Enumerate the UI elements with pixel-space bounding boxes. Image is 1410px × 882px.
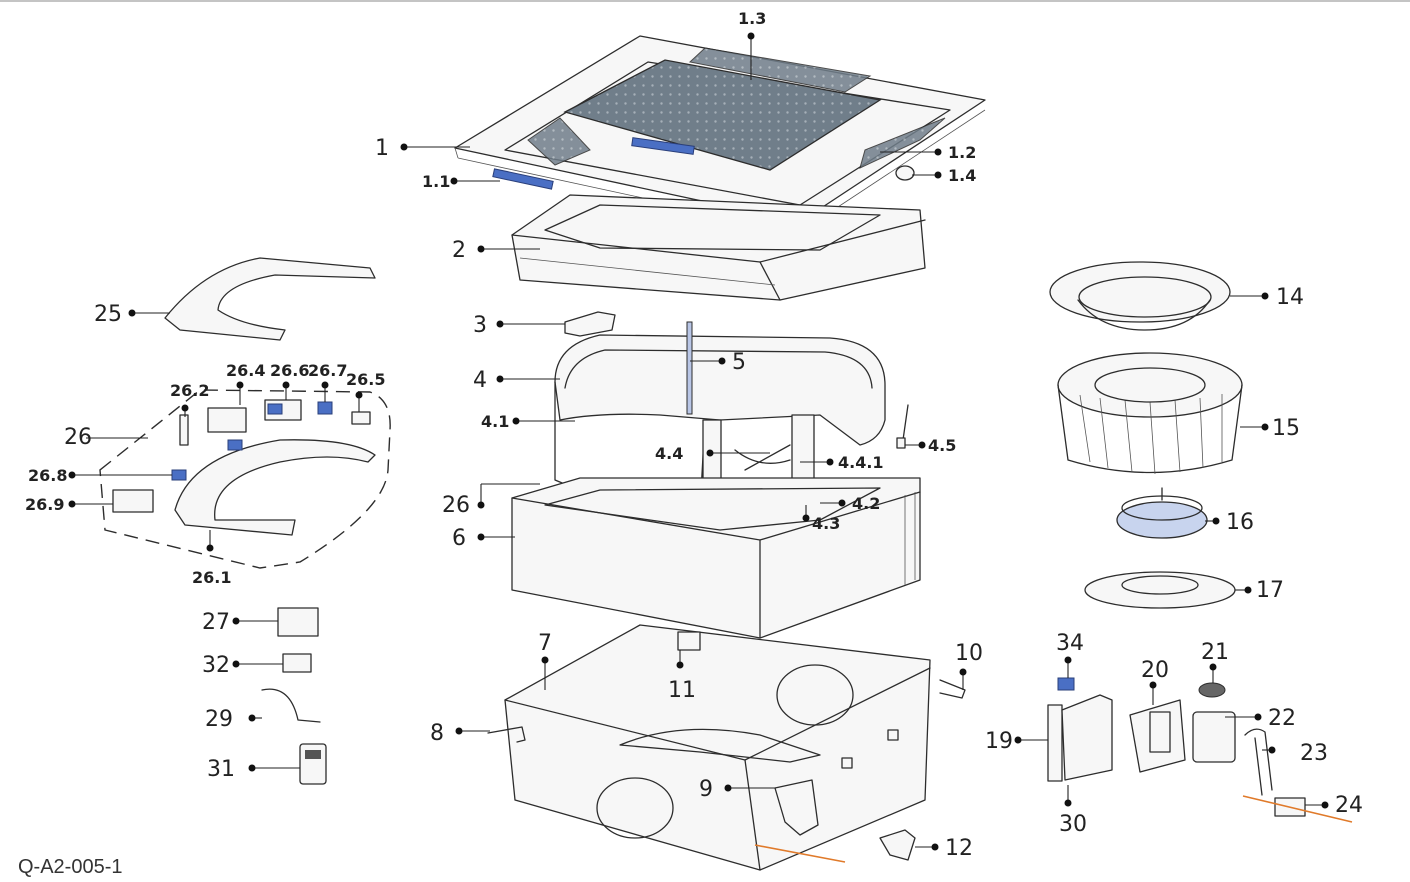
label-26-7: 26.7 [308, 361, 347, 380]
label-12: 12 [945, 836, 973, 861]
fan-wheel-part [1057, 352, 1243, 475]
label-26-5: 26.5 [346, 370, 385, 389]
label-4-4-1: 4.4.1 [838, 453, 884, 472]
motor-mount-part [1084, 571, 1236, 609]
label-24: 24 [1335, 793, 1363, 818]
label-30: 30 [1059, 812, 1087, 837]
float-switch-part-21 [1198, 682, 1226, 698]
label-6: 6 [452, 526, 466, 551]
bracket-part [564, 311, 616, 337]
label-26-left: 26 [64, 425, 92, 450]
label-4-1: 4.1 [481, 412, 509, 431]
pump-part-20 [1129, 699, 1186, 773]
label-19: 19 [985, 729, 1013, 754]
label-17: 17 [1256, 578, 1284, 603]
label-26-2: 26.2 [170, 381, 209, 400]
label-32: 32 [202, 653, 230, 678]
label-1-3: 1.3 [738, 9, 766, 28]
label-1-4: 1.4 [948, 166, 976, 185]
label-15: 15 [1272, 416, 1300, 441]
switch-part-27 [277, 607, 319, 637]
label-26-8: 26.8 [28, 466, 67, 485]
cover-plate-part [879, 829, 916, 861]
side-frame-part [164, 257, 376, 341]
label-20: 20 [1141, 658, 1169, 683]
label-16: 16 [1226, 510, 1254, 535]
label-4-3: 4.3 [812, 514, 840, 533]
label-21: 21 [1201, 640, 1229, 665]
label-1-1: 1.1 [422, 172, 450, 191]
panel-knob-part [895, 165, 915, 181]
label-1-2: 1.2 [948, 143, 976, 162]
frame-part [511, 194, 926, 301]
label-31: 31 [207, 757, 235, 782]
label-29: 29 [205, 707, 233, 732]
label-26-4: 26.4 [226, 361, 265, 380]
label-25: 25 [94, 302, 122, 327]
relay-part-32 [282, 653, 312, 673]
part-labels: 1 1.1 1.3 1.2 1.4 2 3 4 5 4.1 4.4 4.4.1 … [25, 9, 1363, 861]
label-34: 34 [1056, 631, 1084, 656]
sub-assembly-group [86, 389, 391, 569]
label-4-5: 4.5 [928, 436, 956, 455]
label-14: 14 [1276, 285, 1304, 310]
control-box-part [774, 779, 819, 836]
label-26-6: 26.6 [270, 361, 309, 380]
bell-mouth-part [1049, 261, 1231, 331]
label-27: 27 [202, 610, 230, 635]
cushion-part-34 [1057, 677, 1075, 691]
panel-strip-part [492, 168, 554, 190]
front-panel-part [454, 35, 986, 233]
label-26-center: 26 [442, 493, 470, 518]
drain-hose-part-23 [1244, 728, 1273, 796]
label-2: 2 [452, 238, 466, 263]
drain-pan-part [511, 477, 921, 639]
float-switch-part-22 [1192, 711, 1236, 763]
leader-lines [68, 32, 1329, 851]
housing-box-part [504, 624, 931, 871]
label-4: 4 [473, 368, 487, 393]
label-26-9: 26.9 [25, 495, 64, 514]
label-4-2: 4.2 [852, 494, 880, 513]
label-4-4: 4.4 [655, 444, 683, 463]
mounting-bracket-right [939, 679, 966, 699]
pump-bracket-part [1047, 694, 1113, 782]
label-1: 1 [375, 136, 389, 161]
mounting-bracket-left [487, 726, 526, 743]
label-3: 3 [473, 313, 487, 338]
fan-motor-part [1116, 487, 1208, 539]
label-10: 10 [955, 641, 983, 666]
label-11: 11 [668, 678, 696, 703]
remote-controller-part-31 [299, 743, 327, 785]
label-22: 22 [1268, 706, 1296, 731]
label-23: 23 [1300, 741, 1328, 766]
label-9: 9 [699, 777, 713, 802]
label-5: 5 [732, 350, 746, 375]
label-26-1: 26.1 [192, 568, 231, 587]
label-8: 8 [430, 721, 444, 746]
drawing-code: Q-A2-005-1 [18, 856, 123, 878]
label-7: 7 [538, 631, 552, 656]
sensor-wire-part-29 [261, 688, 321, 723]
